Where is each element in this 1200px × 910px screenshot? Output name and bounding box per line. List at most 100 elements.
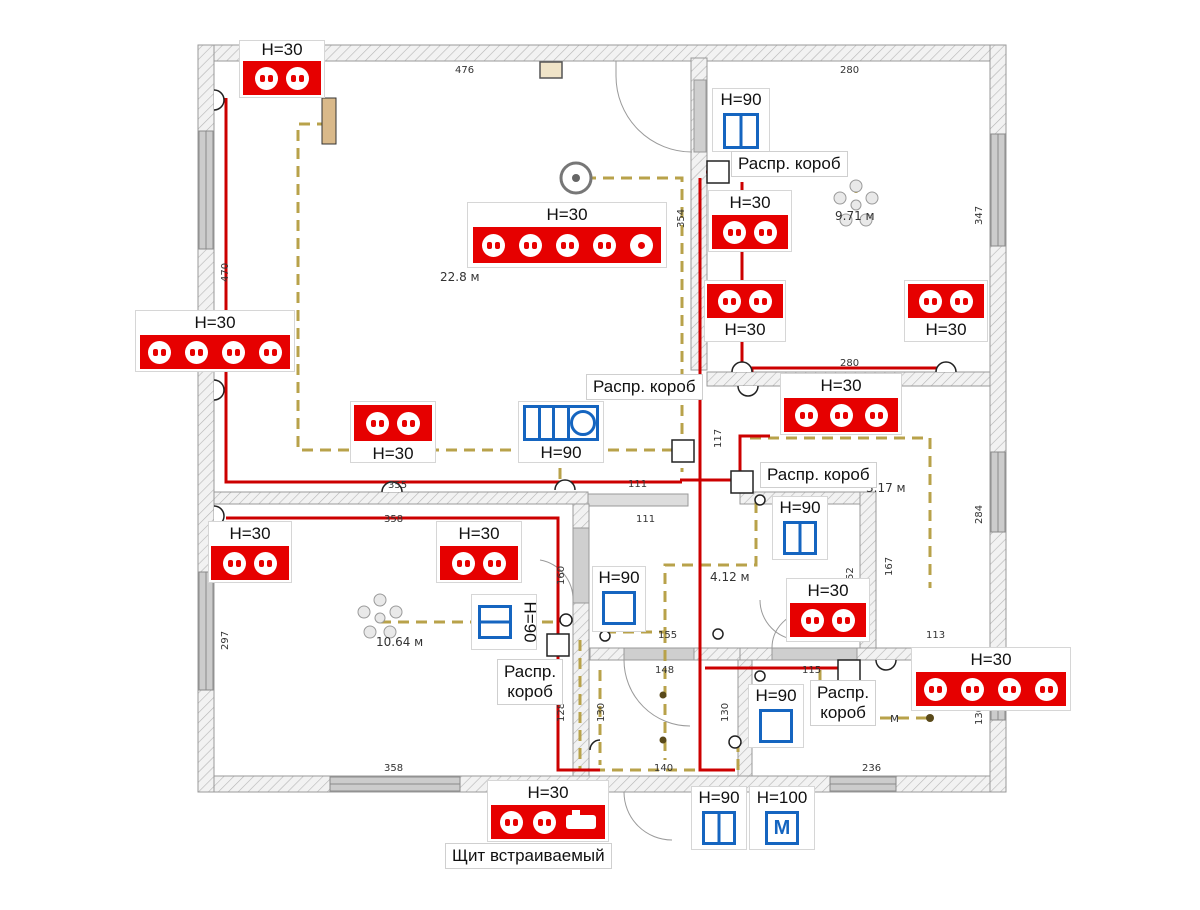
height-label: H=30 <box>820 376 862 395</box>
height-label: H=30 <box>807 581 849 600</box>
svg-text:284: 284 <box>974 505 985 524</box>
socket-icon <box>919 289 942 313</box>
switch-group-bedroom: H=90 <box>712 88 770 152</box>
socket-group-hall: H=30 <box>786 578 870 642</box>
height-label: H=30 <box>261 40 303 59</box>
double-socket <box>243 61 321 95</box>
svg-text:155: 155 <box>658 630 677 641</box>
four-socket-block <box>916 672 1066 706</box>
double-socket <box>354 405 432 441</box>
socket-icon <box>286 66 309 90</box>
svg-text:128: 128 <box>556 703 567 722</box>
socket-icon <box>801 608 824 632</box>
svg-text:148: 148 <box>655 665 674 676</box>
socket-group-top-left: H=30 <box>239 40 325 98</box>
socket-icon <box>518 233 542 257</box>
socket-icon <box>749 289 772 313</box>
door-swings <box>539 61 809 841</box>
svg-text:4.12 м: 4.12 м <box>710 570 750 584</box>
junction-box-label-bath: Распр. короб <box>810 680 877 726</box>
switch-group-kitchen: H=90 <box>772 496 828 560</box>
double-socket <box>440 546 518 580</box>
svg-text:236: 236 <box>862 763 881 774</box>
svg-text:358: 358 <box>384 763 403 774</box>
socket-icon <box>1035 677 1058 701</box>
socket-group-left-four: H=30 <box>135 310 295 372</box>
double-switch-icon <box>783 521 817 555</box>
height-label: H=90 <box>720 90 762 109</box>
height-label: H=30 <box>372 444 414 463</box>
svg-text:347: 347 <box>974 206 985 225</box>
socket-icon <box>829 403 853 427</box>
socket-icon <box>259 340 282 364</box>
doorbell-group: H=100 M <box>749 786 815 850</box>
svg-text:52: 52 <box>845 567 856 580</box>
triple-socket <box>784 398 898 432</box>
socket-icon <box>832 608 855 632</box>
switch-group-bath: H=90 <box>748 684 804 748</box>
socket-icon <box>998 677 1021 701</box>
svg-text:297: 297 <box>220 631 231 650</box>
double-socket <box>790 603 866 637</box>
socket-icon <box>864 403 888 427</box>
svg-text:358: 358 <box>384 514 403 525</box>
svg-text:280: 280 <box>840 65 859 76</box>
single-switch-icon <box>602 591 636 625</box>
socket-icon <box>254 551 277 575</box>
double-switch-icon <box>723 113 759 149</box>
height-label: H=90 <box>698 788 740 807</box>
socket-icon <box>723 220 746 244</box>
svg-text:160: 160 <box>556 566 567 585</box>
junction-box-label-kitchen: Распр. короб <box>760 462 877 488</box>
socket-icon <box>533 810 556 834</box>
height-label: H=90 <box>598 568 640 587</box>
switch-group-living: H=90 <box>518 401 604 463</box>
label-line-1: Распр. <box>504 662 557 681</box>
label-line-1: Распр. <box>817 683 870 702</box>
switch-group-entry: H=90 <box>691 786 747 850</box>
breaker-icon <box>566 810 596 829</box>
socket-icon <box>629 233 653 257</box>
svg-text:м: м <box>890 711 899 725</box>
panel-label: Щит встраиваемый <box>445 843 612 869</box>
switch-block-icon <box>523 405 599 441</box>
double-socket <box>908 284 984 318</box>
svg-text:167: 167 <box>884 557 895 576</box>
junction-box-label-room3: Распр. короб <box>497 659 564 705</box>
panel-socket-block <box>491 805 605 839</box>
svg-text:280: 280 <box>840 358 859 369</box>
svg-text:130: 130 <box>596 703 607 722</box>
socket-group-room3-b: H=30 <box>436 521 522 583</box>
room-areas: 22.8 м 9.71 м 10.64 м 4.12 м 3.17 м м <box>376 209 906 725</box>
height-label: H=30 <box>194 313 236 332</box>
svg-text:117: 117 <box>713 429 724 448</box>
socket-icon <box>148 340 171 364</box>
switch-group-corridor: H=90 <box>592 566 646 632</box>
socket-icon <box>452 551 475 575</box>
svg-text:113: 113 <box>926 630 945 641</box>
svg-text:130: 130 <box>720 703 731 722</box>
switch-group-room3: H=90 <box>471 594 540 650</box>
socket-icon <box>592 233 616 257</box>
height-label: H=100 <box>756 788 808 807</box>
svg-text:354: 354 <box>676 209 687 228</box>
label-line-2: короб <box>507 682 553 701</box>
socket-group-bedroom-b: H=30 <box>704 280 786 342</box>
height-label: H=30 <box>546 205 588 224</box>
height-label: H=90 <box>755 686 797 705</box>
label-line-2: короб <box>820 703 866 722</box>
double-switch-icon <box>702 811 736 845</box>
svg-text:130: 130 <box>974 706 985 725</box>
double-socket <box>707 284 783 318</box>
socket-icon <box>555 233 579 257</box>
double-socket <box>211 546 289 580</box>
socket-group-living-bottom: H=30 <box>350 401 436 463</box>
socket-icon <box>483 551 506 575</box>
socket-icon <box>794 403 818 427</box>
socket-group-bedroom-c: H=30 <box>904 280 988 342</box>
socket-icon <box>366 411 389 435</box>
socket-icon <box>500 810 523 834</box>
socket-group-right-four: H=30 <box>911 647 1071 711</box>
height-label-rotated: H=90 <box>520 601 540 643</box>
